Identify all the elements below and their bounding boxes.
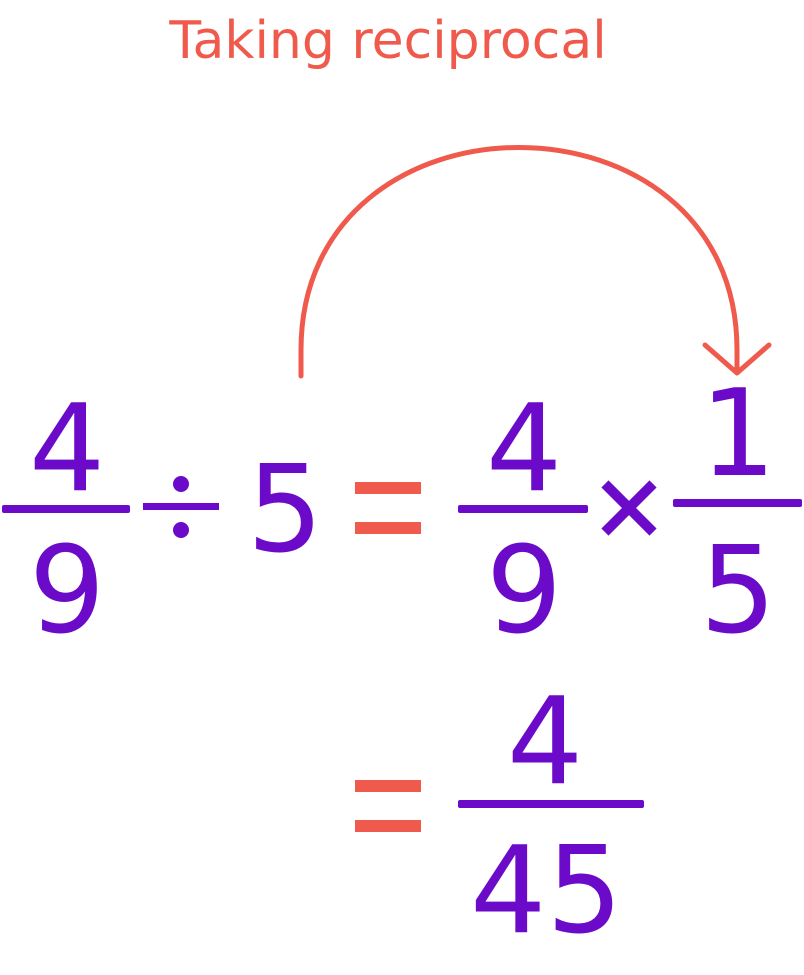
- right-fraction-denominator: 9: [485, 522, 563, 661]
- left-fraction-numerator: 4: [28, 380, 106, 519]
- result-fraction-bar: [458, 800, 644, 808]
- diagram-title: Taking reciprocal: [169, 11, 607, 71]
- division-sign-icon: [143, 476, 219, 538]
- left-fraction-denominator: 9: [28, 522, 106, 661]
- right-fraction-bar: [458, 505, 588, 513]
- left-fraction-bar: [2, 505, 130, 513]
- divisor: 5: [246, 441, 324, 580]
- result-denominator: 45: [470, 822, 623, 961]
- reciprocal-numerator: 1: [699, 365, 777, 504]
- multiplication-sign-icon: [601, 480, 657, 536]
- reciprocal-bar: [673, 499, 802, 507]
- result-equals-sign-icon: [355, 780, 421, 832]
- reciprocal-denominator: 5: [699, 522, 777, 661]
- result-numerator: 4: [506, 673, 584, 812]
- right-fraction-numerator: 4: [485, 380, 563, 519]
- equals-sign-icon: [355, 482, 421, 534]
